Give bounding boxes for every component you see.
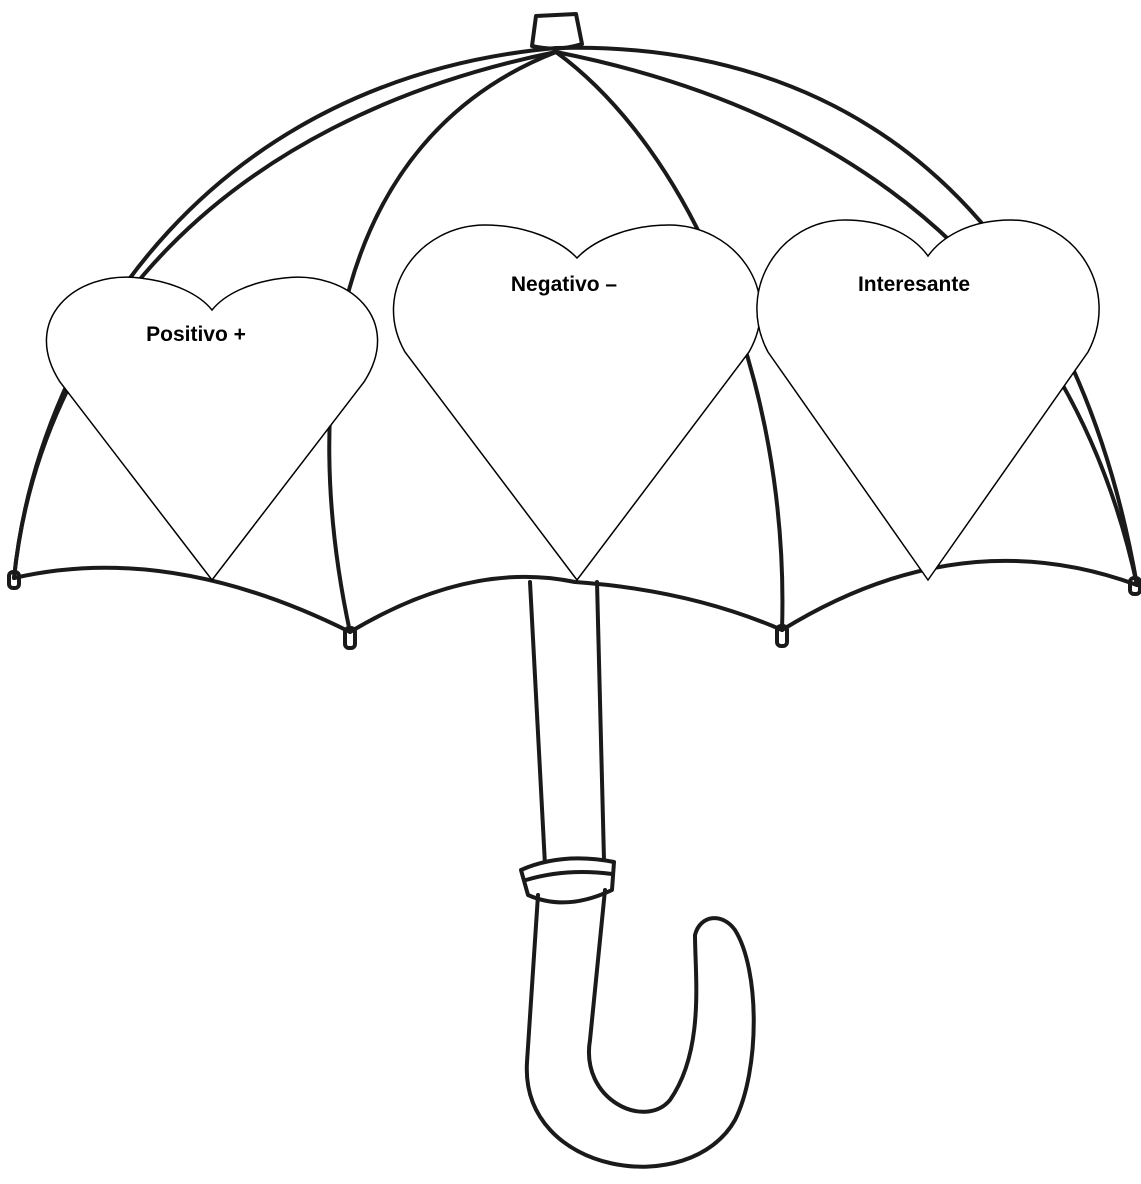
umbrella-top-knob bbox=[532, 14, 582, 49]
umbrella-collar bbox=[521, 858, 614, 902]
heart-positive: Positivo + bbox=[46, 277, 377, 580]
umbrella-drawing bbox=[9, 14, 1140, 1167]
heart-label-interesting: Interesante bbox=[858, 273, 970, 296]
heart-label-negative: Negativo – bbox=[511, 273, 618, 296]
heart-interesting: Interesante bbox=[757, 220, 1099, 580]
umbrella-handle bbox=[527, 890, 754, 1167]
heart-label-positive: Positivo + bbox=[146, 323, 246, 346]
umbrella-shaft bbox=[530, 582, 604, 865]
heart-negative: Negativo – bbox=[393, 225, 760, 580]
